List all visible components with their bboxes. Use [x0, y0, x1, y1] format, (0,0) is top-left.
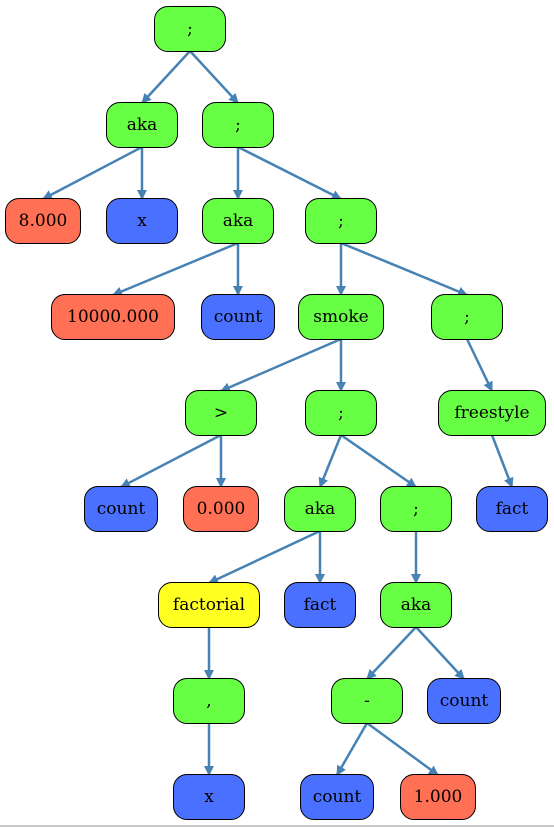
edge-n6-n8 — [112, 241, 239, 297]
edge-n11-n14 — [465, 338, 494, 392]
edge-n13-n18 — [340, 433, 417, 489]
tree-node-var: count — [84, 486, 158, 532]
bottom-divider — [0, 825, 554, 827]
edge-n24-n28 — [366, 721, 439, 777]
tree-node-func: factorial — [158, 582, 260, 628]
tree-node-op: aka — [202, 198, 274, 244]
edge-n1-n3 — [189, 50, 239, 104]
tree-node-op: aka — [380, 582, 452, 628]
tree-node-op: ; — [431, 294, 503, 340]
tree-node-op: ; — [305, 198, 377, 244]
edge-n3-n7 — [237, 145, 342, 201]
edge-n22-n25 — [415, 626, 465, 680]
edge-n12-n15 — [120, 433, 222, 489]
tree-node-op: ; — [202, 102, 274, 148]
tree-node-op: ; — [154, 6, 226, 52]
tree-node-op: aka — [106, 102, 178, 148]
tree-node-op: - — [331, 678, 403, 724]
edge-n1-n2 — [141, 50, 191, 104]
tree-node-num: 1.000 — [400, 774, 476, 820]
tree-node-num: 0.000 — [183, 486, 259, 532]
tree-node-var: x — [173, 774, 245, 820]
tree-node-num: 10000.000 — [51, 294, 175, 340]
edge-n22-n24 — [366, 626, 417, 680]
edge-n13-n17 — [318, 434, 343, 488]
tree-node-op: > — [185, 390, 257, 436]
edge-n7-n11 — [340, 241, 468, 297]
tree-node-var: count — [427, 678, 501, 724]
tree-node-var: count — [201, 294, 275, 340]
tree-node-op: ; — [380, 486, 452, 532]
tree-node-op: aka — [284, 486, 356, 532]
edge-n24-n27 — [335, 722, 369, 776]
tree-node-op: freestyle — [438, 390, 546, 436]
tree-node-op: ; — [305, 390, 377, 436]
tree-node-op: smoke — [298, 294, 384, 340]
tree-node-num: 8.000 — [5, 198, 81, 244]
edge-n17-n20 — [208, 529, 321, 585]
edge-n10-n12 — [220, 337, 342, 393]
tree-node-op: , — [173, 678, 245, 724]
tree-node-var: fact — [476, 486, 548, 532]
tree-node-var: x — [106, 198, 178, 244]
tree-node-var: count — [300, 774, 374, 820]
tree-node-var: fact — [284, 582, 356, 628]
edge-n14-n19 — [490, 434, 514, 488]
edge-n2-n4 — [42, 145, 143, 201]
